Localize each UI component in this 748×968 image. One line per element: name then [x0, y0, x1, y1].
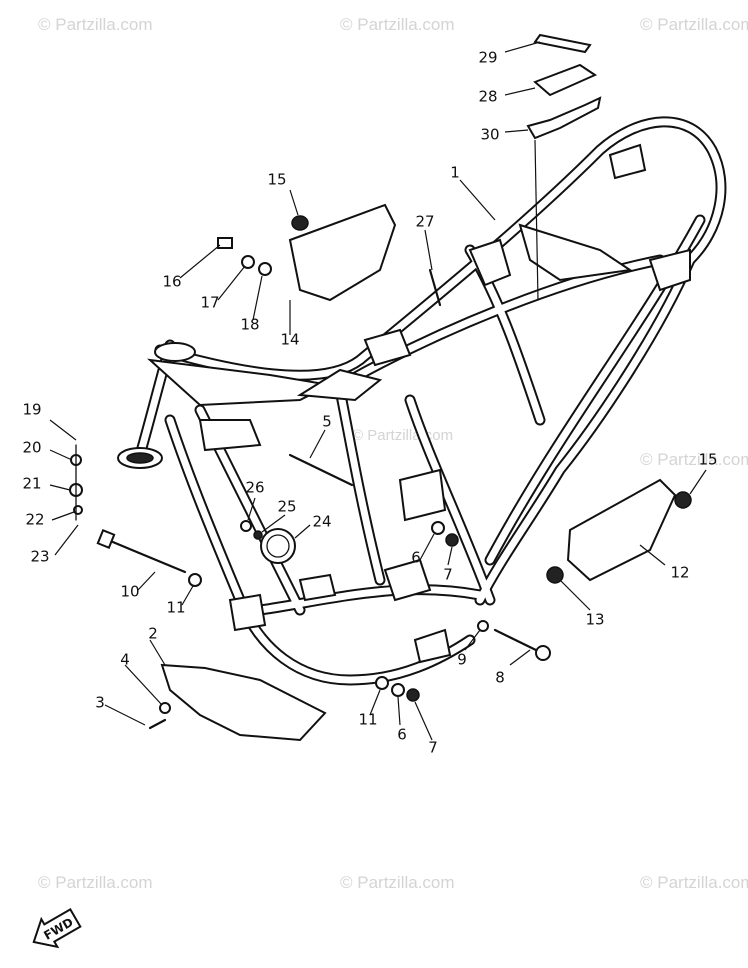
callout-5: 5 — [322, 413, 332, 431]
part-7-nut — [445, 533, 459, 547]
callout-13: 13 — [585, 611, 604, 629]
callout-12: 12 — [670, 564, 689, 582]
part-16-bolt — [217, 237, 233, 249]
part-10-bolt — [106, 538, 187, 574]
callout-27: 27 — [415, 213, 434, 231]
part-7-nut-lower — [406, 688, 420, 702]
part-2-skid-plate — [160, 663, 327, 742]
callout-22: 22 — [25, 511, 44, 529]
callout-28: 28 — [478, 88, 497, 106]
part-4-washer — [159, 702, 171, 714]
watermark: © Partzilla.com — [640, 450, 748, 469]
part-15-grommet — [291, 215, 309, 231]
part-29-strap — [533, 33, 592, 54]
frame-assembly — [117, 116, 727, 686]
part-26-washer — [240, 520, 252, 532]
callout-10: 10 — [120, 583, 139, 601]
watermark: © Partzilla.com — [38, 873, 153, 892]
callout-21: 21 — [22, 475, 41, 493]
callout-6-lower: 6 — [397, 726, 407, 744]
callout-3: 3 — [95, 694, 105, 712]
callout-2: 2 — [148, 625, 158, 643]
parts-layer — [69, 33, 692, 742]
leader-lines — [49, 41, 707, 741]
part-15-grommet-right — [674, 491, 692, 509]
callout-7-lower: 7 — [428, 739, 438, 757]
part-12-side-cover — [566, 478, 677, 582]
callout-15-right: 15 — [698, 451, 717, 469]
part-25-washer — [253, 530, 263, 540]
callout-26: 26 — [245, 479, 264, 497]
callout-11-upper: 11 — [166, 599, 185, 617]
watermark: © Partzilla.com — [640, 15, 748, 34]
fwd-badge: FWD — [32, 907, 82, 949]
part-17-washer — [241, 255, 255, 269]
callout-4: 4 — [120, 651, 130, 669]
callout-24: 24 — [312, 513, 331, 531]
part-11-collar-upper — [188, 573, 202, 587]
part-11-collar — [375, 676, 389, 690]
callout-6-upper: 6 — [411, 549, 421, 567]
watermark: © Partzilla.com — [38, 15, 153, 34]
callout-17: 17 — [200, 294, 219, 312]
part-14-side-cover — [288, 203, 397, 302]
part-22-washer — [73, 505, 83, 515]
part-6-nut-lower — [391, 683, 405, 697]
part-3-bolt — [148, 718, 167, 730]
callout-16: 16 — [162, 273, 181, 291]
callout-23: 23 — [30, 548, 49, 566]
callout-14: 14 — [280, 331, 299, 349]
callout-labels: 29 28 30 1 15 27 16 17 18 14 5 19 20 21 … — [22, 49, 717, 757]
part-9-washer — [477, 620, 489, 632]
part-5-bolt — [288, 453, 354, 487]
part-18-collar — [258, 262, 272, 276]
callout-15: 15 — [267, 171, 286, 189]
callout-20: 20 — [22, 439, 41, 457]
watermark: © Partzilla.com — [640, 873, 748, 892]
callout-9: 9 — [457, 651, 467, 669]
part-13-grommet — [546, 566, 564, 584]
part-30-bracket — [526, 96, 602, 140]
callout-19: 19 — [22, 401, 41, 419]
callout-7-upper: 7 — [443, 566, 453, 584]
watermark-center: © Partzilla.com — [352, 427, 453, 444]
watermark: © Partzilla.com — [340, 15, 455, 34]
watermark: © Partzilla.com — [340, 873, 455, 892]
callout-8: 8 — [495, 669, 505, 687]
callout-29: 29 — [478, 49, 497, 67]
watermark-layer: © Partzilla.com © Partzilla.com © Partzi… — [38, 15, 748, 892]
part-27-fastener — [428, 268, 442, 307]
part-6-nut — [431, 521, 445, 535]
callout-25: 25 — [277, 498, 296, 516]
callout-30: 30 — [480, 126, 499, 144]
part-28-pad — [533, 63, 598, 97]
callout-1: 1 — [450, 164, 460, 182]
callout-11-lower: 11 — [358, 711, 377, 729]
callout-18: 18 — [240, 316, 259, 334]
part-8-bolt — [493, 628, 542, 654]
part-24-plug — [260, 528, 296, 564]
